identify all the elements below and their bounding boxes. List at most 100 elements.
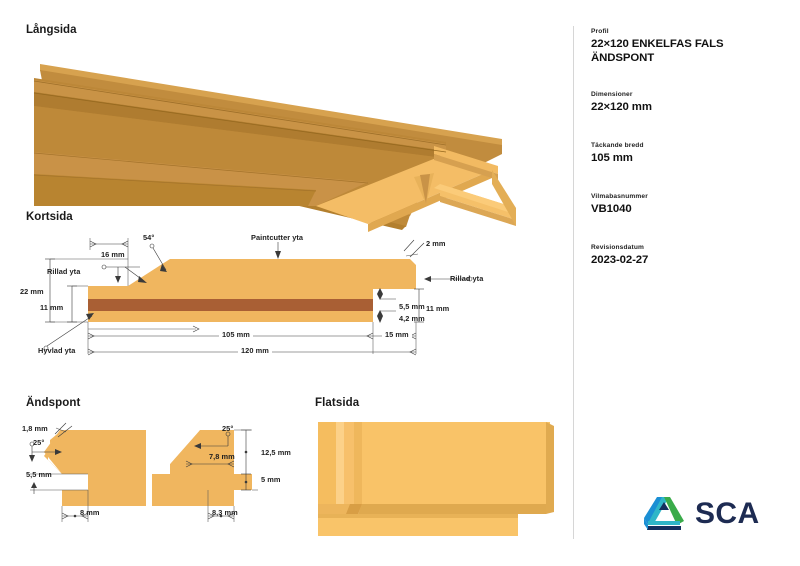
dim-2mm-leader (403, 239, 415, 252)
langsida-bevel-5 (34, 174, 316, 206)
kortsida-title: Kortsida (26, 211, 73, 223)
rillad-left-leader-dot (101, 264, 107, 270)
kortsida-dim-16: 16 mm (101, 250, 125, 259)
langsida-rail-step-edge (440, 196, 516, 226)
andspont-dim-8: 8 mm (80, 508, 100, 517)
panel-divider (573, 26, 574, 539)
flatsida-title: Flatsida (315, 397, 360, 409)
dim-16mm-arrow-right (121, 240, 129, 248)
langsida-top-edge (40, 64, 502, 146)
langsida-seam-2 (33, 92, 447, 153)
kortsida-dim-120: 120 mm (238, 346, 272, 355)
dim-54-arrowhead (160, 264, 167, 272)
kortsida-profile-body (88, 259, 416, 322)
langsida-bevel-2 (34, 92, 446, 158)
dim-5mm-center-dot (244, 480, 248, 484)
sca-logo: SCA (643, 492, 783, 538)
kortsida-label-rillad-right: Rillad yta (450, 274, 484, 283)
flatsida-highlight-strip (336, 422, 344, 510)
info-label-revisionsdatum: Revisionsdatum (591, 243, 645, 251)
logo-notch (659, 514, 669, 521)
dim-1-8-cross (55, 427, 67, 433)
andspont-dim-8-3: 8,3 mm (212, 508, 238, 517)
info-block-revisionsdatum: Revisionsdatum 2023-02-27 (591, 244, 786, 268)
info-value-profil-line2: ÄNDSPONT (591, 51, 655, 64)
info-label-dimensioner: Dimensioner (591, 90, 633, 98)
info-block-profil: Profil 22×120 ENKELFAS FALS ÄNDSPONT (591, 28, 786, 66)
kortsida-paint-stripe (88, 299, 373, 311)
andspont-drawing (0, 412, 300, 532)
kortsida-dim-22: 22 mm (20, 287, 44, 296)
dim-7-8-arrow-right (227, 460, 235, 468)
kortsida-dim-4-2: 4,2 mm (399, 314, 425, 323)
dim-8mm-arrow-right (81, 512, 89, 520)
flatsida-bottom-chamfer (358, 504, 550, 514)
rillad-left-arrow1-head (115, 276, 121, 283)
dim-16mm-arrow-left (89, 240, 97, 248)
dim-5-5-arrowhead (31, 482, 37, 488)
dim-105mm-arrow-left (87, 332, 95, 340)
dim-120mm-arrow-left (87, 348, 95, 356)
kortsida-dim-5-5: 5,5 mm (399, 302, 425, 311)
flatsida-step-face (318, 514, 518, 536)
rillad-right-arrowhead (424, 276, 431, 282)
langsida-seam-1 (33, 80, 447, 146)
info-label-vilmabasnummer: Vilmabasnummer (591, 192, 648, 200)
kortsida-dim-15: 15 mm (382, 330, 412, 339)
langsida-bevel-1 (34, 80, 446, 151)
dim-12-5-center-dot (244, 450, 248, 454)
andspont-right-final (152, 430, 252, 506)
dim-120mm-arrow-right (409, 348, 417, 356)
dim-4-2-arrow-up (377, 310, 383, 316)
kortsida-dim-11-right: 11 mm (426, 304, 450, 313)
andspont-dim-5: 5 mm (261, 475, 281, 484)
info-value-dimensioner: 22×120 mm (591, 100, 652, 113)
andspont-dim-1-8: 1,8 mm (22, 424, 48, 433)
flatsida-step-top-shadow (318, 514, 518, 518)
flatsida-illustration (310, 412, 560, 537)
andspont-dim-25-right: 25° (222, 424, 234, 433)
langsida-seam-4 (33, 174, 317, 192)
dim-25-right-arrow-left (194, 443, 201, 449)
andspont-right-notch (152, 430, 200, 474)
info-label-profil: Profil (591, 28, 609, 35)
dim-25-left-arrow-right (55, 449, 62, 455)
logo-ribbon-green (664, 497, 684, 525)
langsida-end-cap (492, 170, 516, 226)
dim-2mm-cross (405, 253, 419, 257)
sca-triangle-logo-icon (643, 494, 685, 534)
kortsida-label-hyvlad: Hyvlad yta (38, 346, 76, 355)
andspont-dim-25-left: 25° (33, 438, 45, 447)
kortsida-dim-54: 54° (143, 233, 155, 242)
langsida-face-light-edge (368, 170, 492, 232)
andspont-left-final (44, 430, 146, 506)
hyvlad-leader-dot (43, 345, 49, 351)
langsida-seam-3 (33, 152, 369, 184)
flatsida-broad-face (362, 422, 550, 510)
rillad-left-arrow2-head (138, 276, 147, 283)
langsida-v-groove-shadow (420, 174, 430, 204)
dim-8-3-arrow-left (207, 512, 215, 520)
dim-8mm-center-dot (73, 514, 77, 518)
dim-105mm-ref-arrow (192, 325, 200, 333)
langsida-face-light (316, 154, 492, 224)
info-label-tackande-bredd: Täckande bredd (591, 141, 644, 149)
info-block-tackande-bredd: Täckande bredd 105 mm (591, 142, 786, 166)
andspont-dim-5-5: 5,5 mm (26, 470, 52, 479)
dim-25-left-arrow-down (29, 455, 35, 462)
langsida-illustration (16, 34, 556, 232)
logo-bar-teal (648, 521, 680, 525)
sca-wordmark: SCA (695, 497, 760, 530)
info-value-vilmabasnummer: VB1040 (591, 202, 632, 215)
dim-8-3-arrow-right (227, 512, 235, 520)
dim-7-8-arrow-left (185, 460, 193, 468)
logo-accent-blue (644, 518, 648, 530)
kortsida-label-rillad-left: Rillad yta (47, 267, 81, 276)
info-value-tackande-bredd: 105 mm (591, 151, 633, 164)
flatsida-highlight-strip-2 (344, 422, 354, 510)
andspont-dim-12-5: 12,5 mm (261, 448, 291, 457)
dim-105mm-arrow-right (366, 332, 374, 340)
andspont-dim-7-8: 7,8 mm (209, 452, 235, 461)
info-panel: Profil 22×120 ENKELFAS FALS ÄNDSPONT Dim… (591, 28, 786, 294)
